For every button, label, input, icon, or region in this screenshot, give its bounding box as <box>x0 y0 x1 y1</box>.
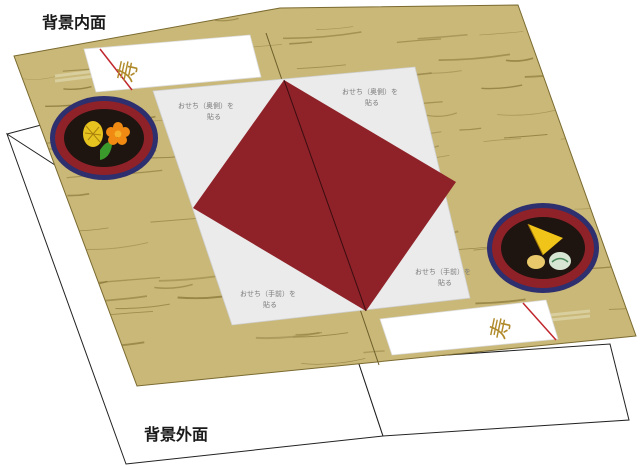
note-bottom-right: おせち（手前）を 貼る <box>415 267 471 287</box>
chopstick-sleeve-bottom: 寿 <box>379 299 591 356</box>
svg-text:貼る: 貼る <box>438 278 452 287</box>
kotobuki-mark-bottom: 寿 <box>487 315 516 342</box>
svg-text:おせち（奥側）を: おせち（奥側）を <box>178 101 234 110</box>
plate-with-fan-and-dumpling-icon <box>487 203 599 293</box>
kotobuki-mark-top: 寿 <box>114 58 143 85</box>
svg-text:貼る: 貼る <box>207 112 221 121</box>
note-bottom-left: おせち（手前）を 貼る <box>240 289 296 309</box>
svg-text:おせち（奥側）を: おせち（奥側）を <box>342 87 398 96</box>
svg-text:おせち（手前）を: おせち（手前）を <box>240 289 296 298</box>
label-outer-surface: 背景外面 <box>144 425 208 444</box>
note-top-right: おせち（奥側）を 貼る <box>342 87 398 107</box>
svg-text:貼る: 貼る <box>365 98 379 107</box>
note-top-left: おせち（奥側）を 貼る <box>178 101 234 121</box>
red-diamond <box>193 79 456 312</box>
plate-with-pineapple-and-flower-icon <box>50 96 158 180</box>
chopstick-sleeve-top: 寿 <box>54 34 262 93</box>
svg-text:おせち（手前）を: おせち（手前）を <box>415 267 471 276</box>
label-inner-surface: 背景内面 <box>42 13 106 32</box>
svg-text:貼る: 貼る <box>263 300 277 309</box>
